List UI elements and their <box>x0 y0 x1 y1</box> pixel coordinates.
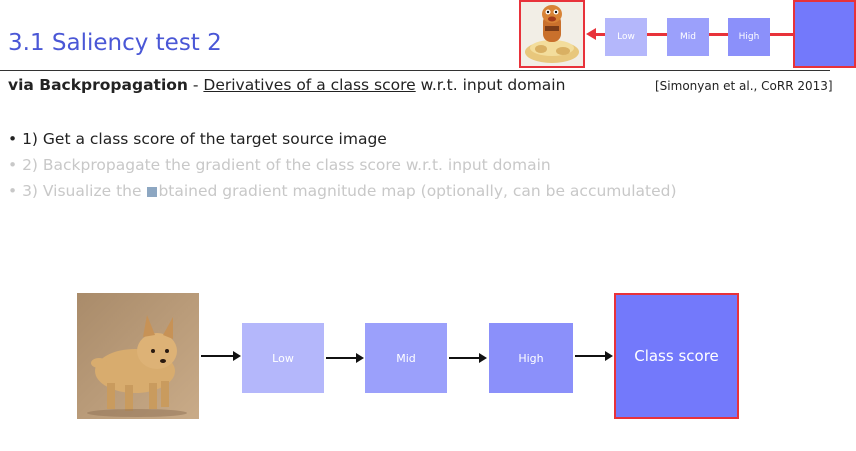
slide-title: 3.1 Saliency test 2 <box>8 30 222 56</box>
mini-mid-label: Mid <box>680 32 696 42</box>
bullet-3-before: • 3) Visualize the <box>8 182 147 200</box>
bullet-3: • 3) Visualize the btained gradient magn… <box>8 182 677 200</box>
high-block: High <box>489 323 573 393</box>
bullet-1: • 1) Get a class score of the target sou… <box>8 130 387 148</box>
arrow-low-to-mid <box>326 353 364 363</box>
low-label: Low <box>272 351 294 365</box>
subtitle-dash: - <box>187 76 204 94</box>
arrow-image-to-low <box>201 351 241 361</box>
mid-label: Mid <box>396 351 416 365</box>
mid-block: Mid <box>365 323 447 393</box>
mini-high-block: High <box>728 18 770 56</box>
dog-photo-icon <box>77 293 199 419</box>
toy-image <box>519 0 585 68</box>
subtitle-rest: w.r.t. input domain <box>415 76 566 94</box>
citation: [Simonyan et al., CoRR 2013] <box>655 79 833 93</box>
dog-image <box>77 293 199 419</box>
class-score-label: Class score <box>634 347 719 365</box>
arrow-mid-to-high <box>449 353 487 363</box>
high-label: High <box>518 351 544 365</box>
subtitle-underlined: Derivatives of a class score <box>203 76 416 94</box>
mini-low-label: Low <box>617 32 635 42</box>
bullet-3-after: btained gradient magnitude map (optional… <box>158 182 677 200</box>
mini-low-block: Low <box>605 18 647 56</box>
title-divider <box>0 70 830 71</box>
toy-figure-icon <box>521 2 583 66</box>
mini-high-label: High <box>738 32 760 42</box>
arrow-high-to-score <box>575 351 613 361</box>
subtitle: via Backpropagation - Derivatives of a c… <box>8 76 565 94</box>
mini-mid-block: Mid <box>667 18 709 56</box>
cursor-marker-icon <box>147 187 158 197</box>
subtitle-method: via Backpropagation <box>8 76 188 94</box>
low-block: Low <box>242 323 324 393</box>
class-score-block: Class score <box>614 293 739 419</box>
bullet-2: • 2) Backpropagate the gradient of the c… <box>8 156 551 174</box>
mini-class-score-block <box>793 0 856 68</box>
